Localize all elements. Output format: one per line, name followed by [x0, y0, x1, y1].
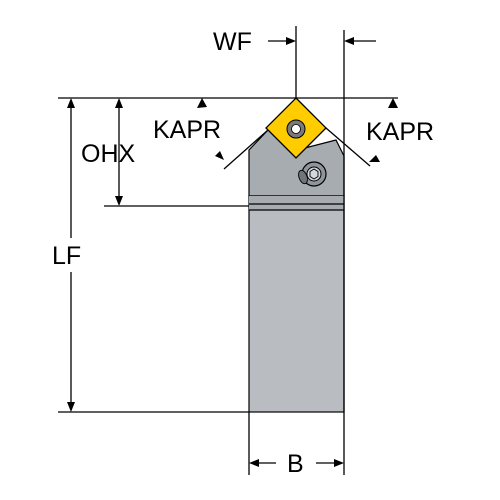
holder-slot	[298, 169, 308, 185]
dimension-ohx: OHX	[81, 98, 136, 206]
label-ohx: OHX	[81, 140, 136, 168]
dimension-kapr-left: KAPR	[153, 98, 224, 160]
dimension-lf: LF	[52, 98, 81, 412]
dimension-wf: WF	[213, 28, 376, 56]
label-wf: WF	[213, 28, 252, 56]
label-kapr-left: KAPR	[153, 116, 221, 144]
dimension-kapr-right: KAPR	[366, 98, 434, 162]
label-b: B	[287, 450, 304, 478]
square-insert-icon	[265, 97, 327, 159]
label-lf: LF	[52, 242, 81, 270]
shank-highlight	[249, 196, 344, 210]
hex-socket-screw-icon	[301, 161, 327, 187]
dimension-b: B	[249, 450, 344, 478]
reference-lines	[58, 26, 398, 475]
tool-holder	[248, 129, 345, 413]
holder-shank	[248, 195, 345, 413]
label-kapr-right: KAPR	[366, 118, 434, 146]
